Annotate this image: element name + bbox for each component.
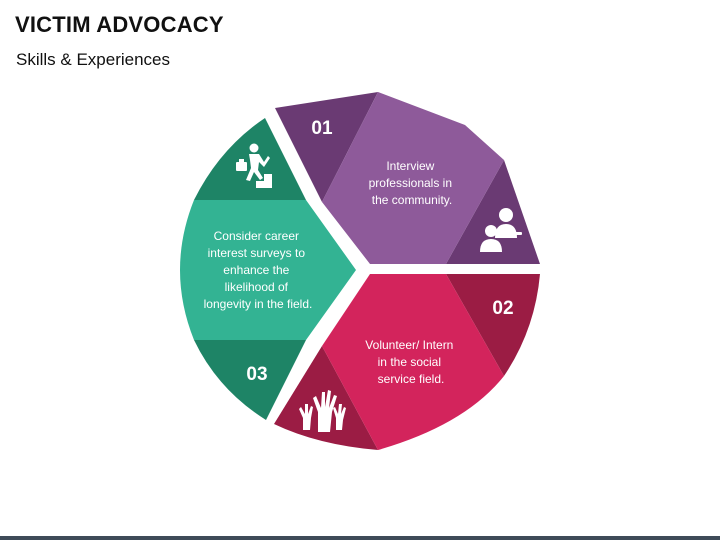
segment-01-dark-band	[275, 92, 378, 202]
segment-03-text-line: interest surveys to	[208, 246, 306, 260]
page-subtitle: Skills & Experiences	[16, 50, 171, 69]
segment-02-main-shape	[322, 274, 504, 450]
segment-02-number: 02	[492, 298, 513, 319]
segment-03-text-line: Consider career	[214, 229, 299, 243]
raised-hands-icon	[299, 390, 346, 432]
segment-03-text-line: likelihood of	[225, 280, 289, 294]
segment-01: 01 Interview professionals in the commun…	[275, 92, 540, 264]
career-climb-icon	[236, 143, 272, 188]
segment-02-text-line: in the social	[378, 355, 441, 369]
segment-02: 02 Volunteer/ Intern in the social servi…	[274, 274, 540, 450]
segment-02-text: Volunteer/ Intern in the social service …	[365, 338, 456, 386]
segment-01-text-line: the community.	[372, 193, 452, 207]
segment-01-text-line: Interview	[386, 159, 434, 173]
segment-02-text-line: service field.	[378, 372, 445, 386]
segment-03-number: 03	[246, 364, 267, 385]
segment-03-text-line: enhance the	[223, 263, 289, 277]
interview-people-icon	[480, 208, 522, 252]
segment-02-text-line: Volunteer/ Intern	[365, 338, 453, 352]
segment-03-text-line: longevity in the field.	[204, 297, 313, 311]
segment-01-text-line: professionals in	[369, 176, 452, 190]
segment-01-number: 01	[311, 118, 333, 139]
segment-03-text: Consider career interest surveys to enha…	[204, 229, 313, 311]
footer-bar	[0, 536, 720, 540]
segment-02-dark-band-bottom	[274, 346, 378, 450]
segment-02-dark-band	[446, 274, 540, 376]
segment-03: 03 Consider career interest surveys to e…	[180, 118, 356, 420]
segment-03-main-shape	[180, 200, 356, 340]
segment-03-dark-band-bottom	[194, 340, 306, 420]
segment-01-text: Interview professionals in the community…	[369, 159, 456, 207]
segment-01-main-shape	[322, 92, 504, 264]
page-title: VICTIM ADVOCACY	[15, 12, 224, 37]
